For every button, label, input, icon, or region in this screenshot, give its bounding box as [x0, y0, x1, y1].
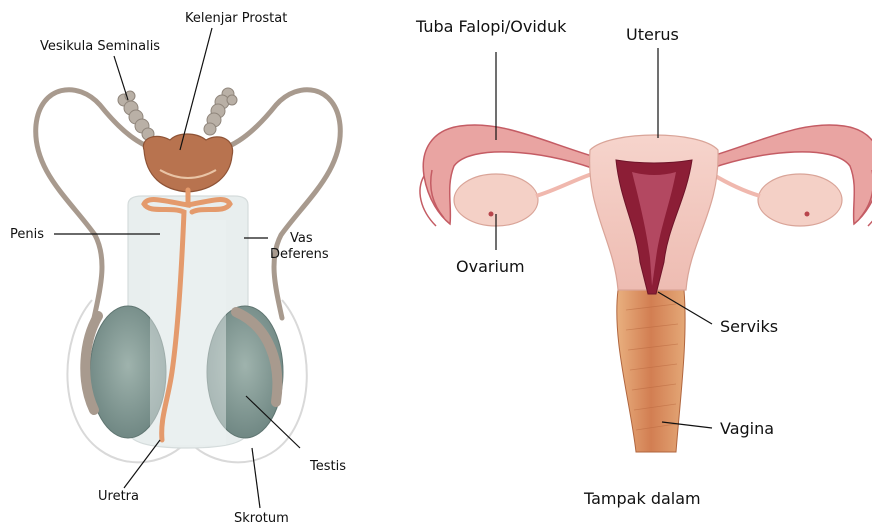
- seminal-vesicle-right: [204, 88, 237, 135]
- label-vas-deferens-1: Vas: [290, 231, 313, 246]
- label-scrotum: Skrotum: [234, 511, 289, 526]
- ovary-right-follicle: [805, 212, 810, 217]
- ovary-left-follicle: [489, 212, 494, 217]
- female-system: Tuba Falopi/Oviduk Uterus Ovarium Servik…: [415, 17, 872, 508]
- prostate-gland: [143, 134, 232, 192]
- leader-scrotum: [252, 448, 260, 508]
- caption-internal-view: Tampak dalam: [583, 489, 701, 508]
- label-uterus: Uterus: [626, 25, 679, 44]
- leader-urethra: [124, 440, 160, 488]
- ovary-right: [758, 174, 842, 226]
- label-seminal-vesicle: Vesikula Seminalis: [40, 39, 160, 54]
- label-fallopian-tube: Tuba Falopi/Oviduk: [415, 17, 567, 36]
- leader-seminal-vesicle: [114, 56, 128, 100]
- ovarian-ligament-left: [536, 174, 592, 196]
- label-urethra: Uretra: [98, 489, 139, 504]
- male-system: Kelenjar Prostat Vesikula Seminalis Peni…: [10, 11, 346, 526]
- penis-overlay: [150, 220, 226, 445]
- label-prostate: Kelenjar Prostat: [185, 11, 287, 26]
- label-cervix: Serviks: [720, 317, 778, 336]
- label-ovary: Ovarium: [456, 257, 525, 276]
- ovarian-ligament-right: [712, 174, 760, 196]
- label-vas-deferens-2: Deferens: [270, 247, 329, 262]
- label-penis: Penis: [10, 227, 44, 242]
- label-vagina: Vagina: [720, 419, 774, 438]
- label-testis: Testis: [309, 459, 346, 474]
